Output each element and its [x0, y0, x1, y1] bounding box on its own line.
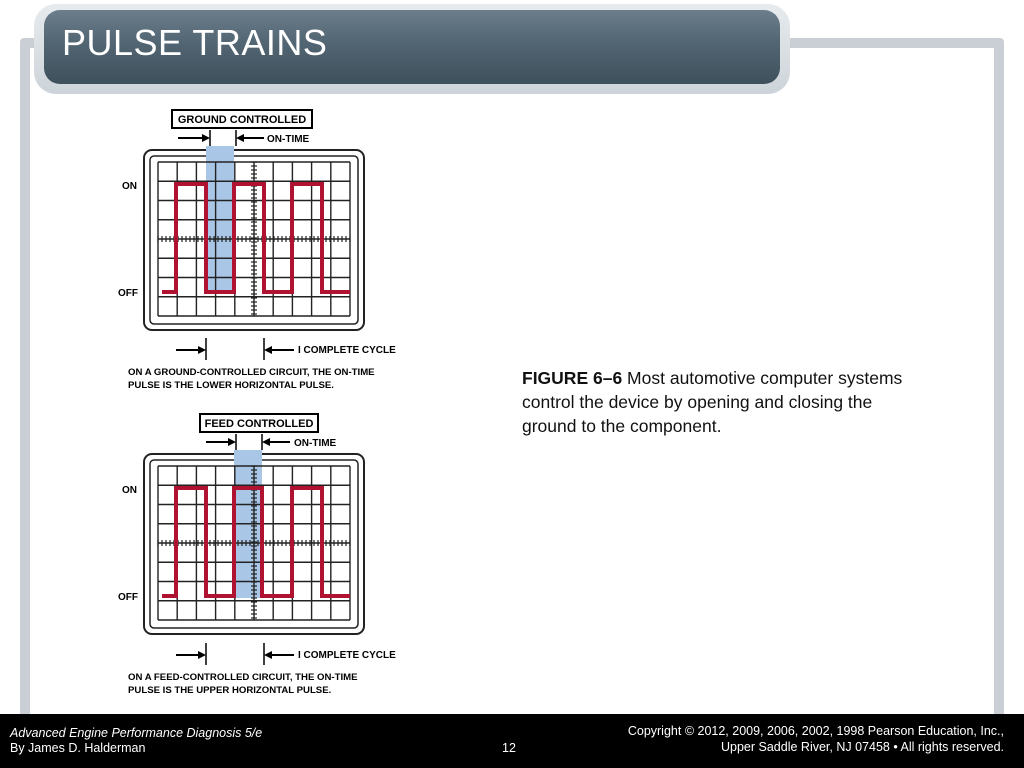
bottom-panel: FEED CONTROLLED ON-TIME ON OFF I COMPLET… [118, 413, 396, 696]
figure-caption-text: Most automotive computer systems control… [522, 368, 903, 436]
top-ontime-arrowhead-right [236, 134, 244, 142]
bottom-ontime-arrowhead-left [228, 438, 236, 446]
top-ontime-label: ON-TIME [267, 134, 310, 145]
figure-caption: FIGURE 6–6 Most automotive computer syst… [522, 366, 922, 438]
footer-page-number: 12 [502, 741, 516, 755]
bottom-on-label: ON [122, 485, 137, 496]
pulse-train-diagram: GROUND CONTROLLED ON-TIME ON OFF I C [118, 109, 396, 696]
top-cycle-arrowhead-left [198, 346, 206, 354]
bottom-cycle-arrowhead-right [264, 651, 272, 659]
top-on-label: ON [122, 181, 137, 192]
top-ontime-arrowhead-left [202, 134, 210, 142]
bottom-box-label: FEED CONTROLLED [205, 418, 314, 430]
top-off-label: OFF [118, 288, 138, 299]
figure-caption-label: FIGURE 6–6 [522, 368, 623, 388]
bottom-ontime-arrowhead-right [262, 438, 270, 446]
top-cycle-arrowhead-right [264, 346, 272, 354]
top-cycle-label: I COMPLETE CYCLE [298, 345, 396, 356]
top-box-label: GROUND CONTROLLED [178, 114, 306, 126]
footer-book-title: Advanced Engine Performance Diagnosis 5/… [10, 726, 263, 740]
top-box-label-frame [171, 109, 313, 129]
bottom-cycle-label: I COMPLETE CYCLE [298, 650, 396, 661]
bottom-pulse-waveform [162, 486, 350, 598]
pulse-train-figure: GROUND CONTROLLED ON-TIME ON OFF I C [110, 104, 432, 700]
bottom-ontime-label: ON-TIME [294, 438, 337, 449]
bottom-off-label: OFF [118, 592, 138, 603]
top-panel: GROUND CONTROLLED ON-TIME ON OFF I C [118, 109, 396, 391]
bottom-note-line2: PULSE IS THE UPPER HORIZONTAL PULSE. [128, 685, 331, 696]
footer-copyright-line2: Upper Saddle River, NJ 07458 • All right… [721, 740, 1004, 754]
title-bar-inner [44, 10, 780, 84]
bottom-box-label-frame [199, 413, 319, 433]
top-note-line2: PULSE IS THE LOWER HORIZONTAL PULSE. [128, 380, 334, 391]
slide-title: PULSE TRAINS [62, 22, 328, 63]
footer-copyright-line1: Copyright © 2012, 2009, 2006, 2002, 1998… [627, 724, 1004, 738]
footer-author: By James D. Halderman [10, 741, 146, 755]
top-note-line1: ON A GROUND-CONTROLLED CIRCUIT, THE ON-T… [128, 367, 375, 378]
bottom-note-line1: ON A FEED-CONTROLLED CIRCUIT, THE ON-TIM… [128, 672, 358, 683]
bottom-cycle-arrowhead-left [198, 651, 206, 659]
footer-bar: Advanced Engine Performance Diagnosis 5/… [0, 714, 1024, 768]
top-pulse-waveform [162, 182, 350, 294]
